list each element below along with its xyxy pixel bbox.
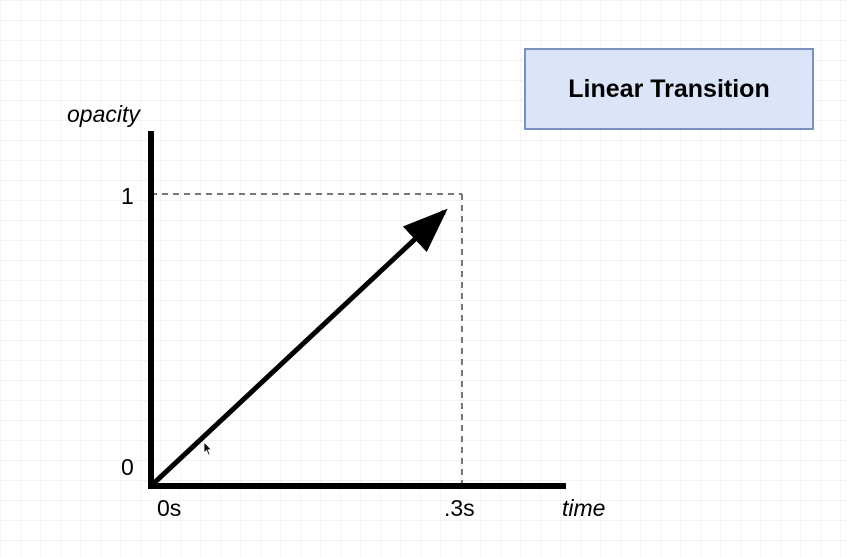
arrow-cursor-icon xyxy=(203,441,213,456)
linear-curve-arrow xyxy=(151,208,448,486)
x-tick-label-0s: 0s xyxy=(157,495,181,521)
title-box: Linear Transition xyxy=(524,48,814,130)
x-axis-label: time xyxy=(562,495,605,521)
y-axis-label: opacity xyxy=(67,101,141,127)
x-tick-label-03s: .3s xyxy=(444,495,475,521)
y-tick-label-0: 0 xyxy=(121,454,134,480)
y-tick-label-1: 1 xyxy=(121,183,134,209)
diagram-title: Linear Transition xyxy=(568,74,770,103)
